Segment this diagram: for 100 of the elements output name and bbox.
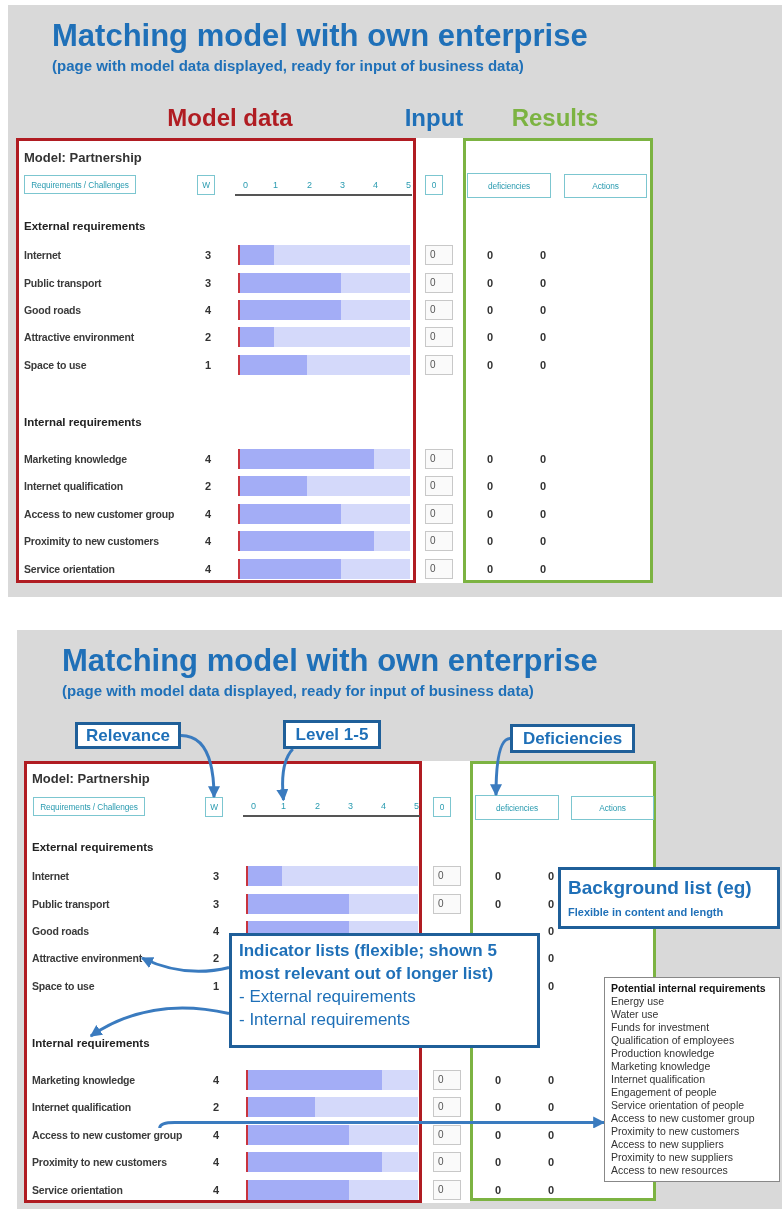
- callout-text: - Internal requirements: [239, 1009, 412, 1031]
- weight-value: 4: [213, 1073, 220, 1087]
- result-value: 0: [540, 452, 547, 466]
- page-title: Matching model with own enterprise: [62, 643, 598, 679]
- row-label: Space to use: [24, 358, 87, 372]
- weight-value: 4: [213, 924, 220, 938]
- result-value: 0: [548, 869, 555, 883]
- section-heading: Internal requirements: [32, 1036, 150, 1050]
- input-field: 0: [433, 1125, 461, 1145]
- weight-value: 1: [213, 979, 220, 993]
- result-value: 0: [548, 897, 555, 911]
- result-value: 0: [495, 1100, 502, 1114]
- input-field: 0: [425, 449, 453, 469]
- result-value: 0: [548, 1128, 555, 1142]
- weight-value: 3: [205, 248, 212, 262]
- scale-tick-label: 5: [414, 800, 419, 812]
- callout-box: Relevance: [75, 722, 181, 749]
- row-label: Proximity to new customers: [24, 534, 159, 548]
- callout-heading: Indicator lists (flexible; shown 5 most relevant out of longer list): [239, 940, 498, 985]
- scale-tick-label: 4: [381, 800, 386, 812]
- scale-tick-label: 3: [348, 800, 353, 812]
- result-value: 0: [487, 276, 494, 290]
- result-value: 0: [487, 479, 494, 493]
- scale-tick-label: 0: [243, 179, 248, 191]
- column-heading: Model data: [166, 103, 294, 133]
- scale-tick-label: 5: [406, 179, 411, 191]
- result-value: 0: [540, 303, 547, 317]
- scale-tick-label: 1: [281, 800, 286, 812]
- list-item: Access to new resources: [611, 1164, 729, 1177]
- callout-heading: Background list (eg): [568, 876, 753, 900]
- result-value: 0: [487, 330, 494, 344]
- deficiencies-button: deficiencies: [475, 795, 559, 820]
- weight-value: 2: [205, 330, 212, 344]
- row-label: Internet: [32, 869, 69, 883]
- result-value: 0: [495, 1155, 502, 1169]
- weight-value: 4: [205, 562, 212, 576]
- row-label: Marketing knowledge: [24, 452, 127, 466]
- list-heading: Potential internal requirements: [611, 982, 767, 995]
- row-label: Internet qualification: [24, 479, 123, 493]
- actions-button: Actions: [564, 174, 647, 198]
- result-value: 0: [495, 1183, 502, 1197]
- input-field: 0: [425, 273, 453, 293]
- page-subtitle: (page with model data displayed, ready for input of business data): [52, 57, 524, 75]
- callout-box: Deficiencies: [510, 724, 635, 753]
- scale-tick-label: 2: [307, 179, 312, 191]
- result-value: 0: [540, 534, 547, 548]
- result-value: 0: [548, 1100, 555, 1114]
- result-value: 0: [540, 562, 547, 576]
- row-label: Attractive environment: [24, 330, 134, 344]
- section-heading: External requirements: [24, 219, 146, 233]
- row-label: Attractive environment: [32, 951, 142, 965]
- input-header-button: 0: [433, 797, 451, 817]
- requirements-button: Requirements / Challenges: [24, 175, 136, 194]
- input-field: 0: [433, 894, 461, 914]
- list-box: [604, 977, 780, 1182]
- row-label: Proximity to new customers: [32, 1155, 167, 1169]
- list-item: Proximity to new customers: [611, 1125, 741, 1138]
- list-item: Service orientation of people: [611, 1099, 746, 1112]
- input-field: 0: [425, 327, 453, 347]
- list-item: Qualification of employees: [611, 1034, 736, 1047]
- scale-tick-label: 4: [373, 179, 378, 191]
- input-header-button: 0: [425, 175, 443, 195]
- input-field: 0: [433, 1152, 461, 1172]
- result-value: 0: [548, 924, 555, 938]
- column-heading: Input: [403, 103, 465, 133]
- result-value: 0: [487, 534, 494, 548]
- model-name: Model: Partnership: [32, 771, 150, 786]
- weight-value: 4: [205, 303, 212, 317]
- input-field: 0: [433, 1180, 461, 1200]
- scale-tick-label: 3: [340, 179, 345, 191]
- result-value: 0: [548, 951, 555, 965]
- result-value: 0: [487, 562, 494, 576]
- weight-value: 3: [205, 276, 212, 290]
- result-value: 0: [487, 507, 494, 521]
- row-label: Public transport: [32, 897, 110, 911]
- input-field: 0: [433, 866, 461, 886]
- list-item: Access to new customer group: [611, 1112, 756, 1125]
- callout-box: [558, 867, 780, 929]
- row-label: Marketing knowledge: [32, 1073, 135, 1087]
- row-label: Public transport: [24, 276, 102, 290]
- result-value: 0: [540, 276, 547, 290]
- curved-arrow: [276, 748, 294, 802]
- row-label: Service orientation: [24, 562, 115, 576]
- row-label: Service orientation: [32, 1183, 123, 1197]
- weight-button: W: [197, 175, 215, 195]
- result-value: 0: [487, 303, 494, 317]
- row-label: Access to new customer group: [24, 507, 175, 521]
- curved-arrow: [89, 1006, 230, 1038]
- result-value: 0: [548, 1155, 555, 1169]
- result-value: 0: [487, 452, 494, 466]
- list-item: Access to new suppliers: [611, 1138, 725, 1151]
- scale-tick-label: 2: [315, 800, 320, 812]
- section-heading: External requirements: [32, 840, 154, 854]
- result-value: 0: [495, 1073, 502, 1087]
- list-item: Water use: [611, 1008, 660, 1021]
- row-label: Space to use: [32, 979, 95, 993]
- scale-tick-label: 0: [251, 800, 256, 812]
- input-field: 0: [433, 1070, 461, 1090]
- callout-box: [229, 933, 540, 1048]
- result-value: 0: [495, 869, 502, 883]
